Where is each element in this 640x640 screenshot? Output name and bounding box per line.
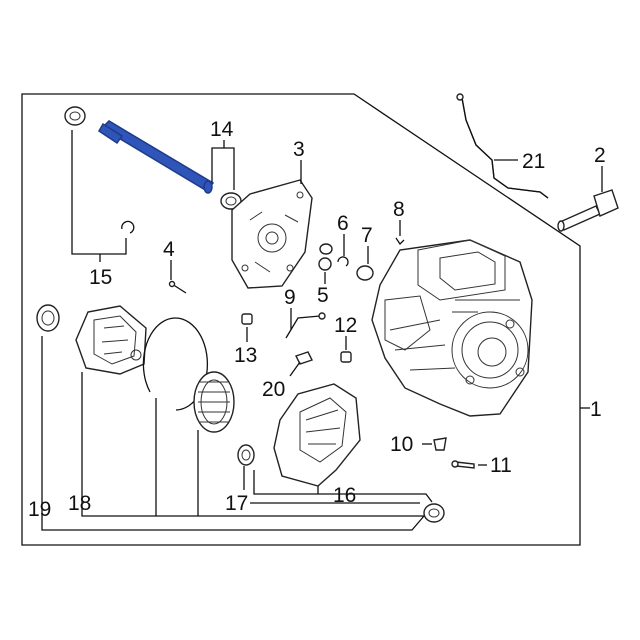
callout-14: 14	[210, 118, 234, 141]
callout-15: 15	[89, 266, 112, 289]
cover-part-3	[231, 179, 313, 289]
bolt-part-2	[557, 189, 619, 232]
transmission-housing	[371, 239, 533, 417]
seal-output	[423, 503, 445, 523]
bracket-part-10	[433, 437, 447, 451]
callout-9: 9	[284, 286, 296, 309]
callout-6: 6	[337, 212, 349, 235]
connector-part-20	[295, 351, 313, 365]
assembly-boundary	[21, 93, 581, 546]
sensor-part-9	[285, 312, 326, 339]
bolt-part-11	[451, 460, 475, 469]
callout-21: 21	[522, 150, 545, 173]
plug-part-12	[340, 351, 352, 363]
seal-part-5-top	[319, 243, 333, 255]
callout-20: 20	[262, 378, 285, 401]
ring-gear	[193, 371, 235, 433]
seal-part-17	[237, 444, 255, 466]
callout-18: 18	[68, 492, 91, 515]
callout-10: 10	[390, 433, 413, 456]
callout-2: 2	[594, 144, 606, 167]
shaft-part-14-highlighted	[98, 120, 215, 194]
callout-4: 4	[163, 238, 175, 261]
callout-17: 17	[225, 492, 248, 515]
callout-12: 12	[334, 314, 357, 337]
clip-part-6	[337, 256, 349, 267]
callout-13: 13	[234, 344, 257, 367]
seal-part-7	[356, 265, 374, 281]
pin-part-4	[168, 280, 187, 294]
seal-part-5	[318, 257, 332, 271]
plug-part-13	[241, 313, 253, 325]
extension-housing-part-16	[273, 383, 361, 487]
tube-part-21	[456, 93, 549, 199]
clip-part-8	[395, 237, 405, 246]
differential-case-part-18	[75, 305, 147, 375]
callout-16: 16	[333, 484, 356, 507]
callout-5: 5	[317, 284, 329, 307]
seal-part-15a	[64, 106, 86, 126]
callout-1: 1	[590, 398, 602, 421]
callout-11: 11	[490, 454, 512, 477]
callout-3: 3	[293, 138, 305, 161]
clip-part-15b	[121, 220, 135, 234]
seal-part-19	[36, 304, 60, 332]
seal-part-14	[220, 192, 242, 210]
callout-7: 7	[361, 224, 373, 247]
callout-8: 8	[393, 198, 405, 221]
callout-19: 19	[28, 498, 51, 521]
